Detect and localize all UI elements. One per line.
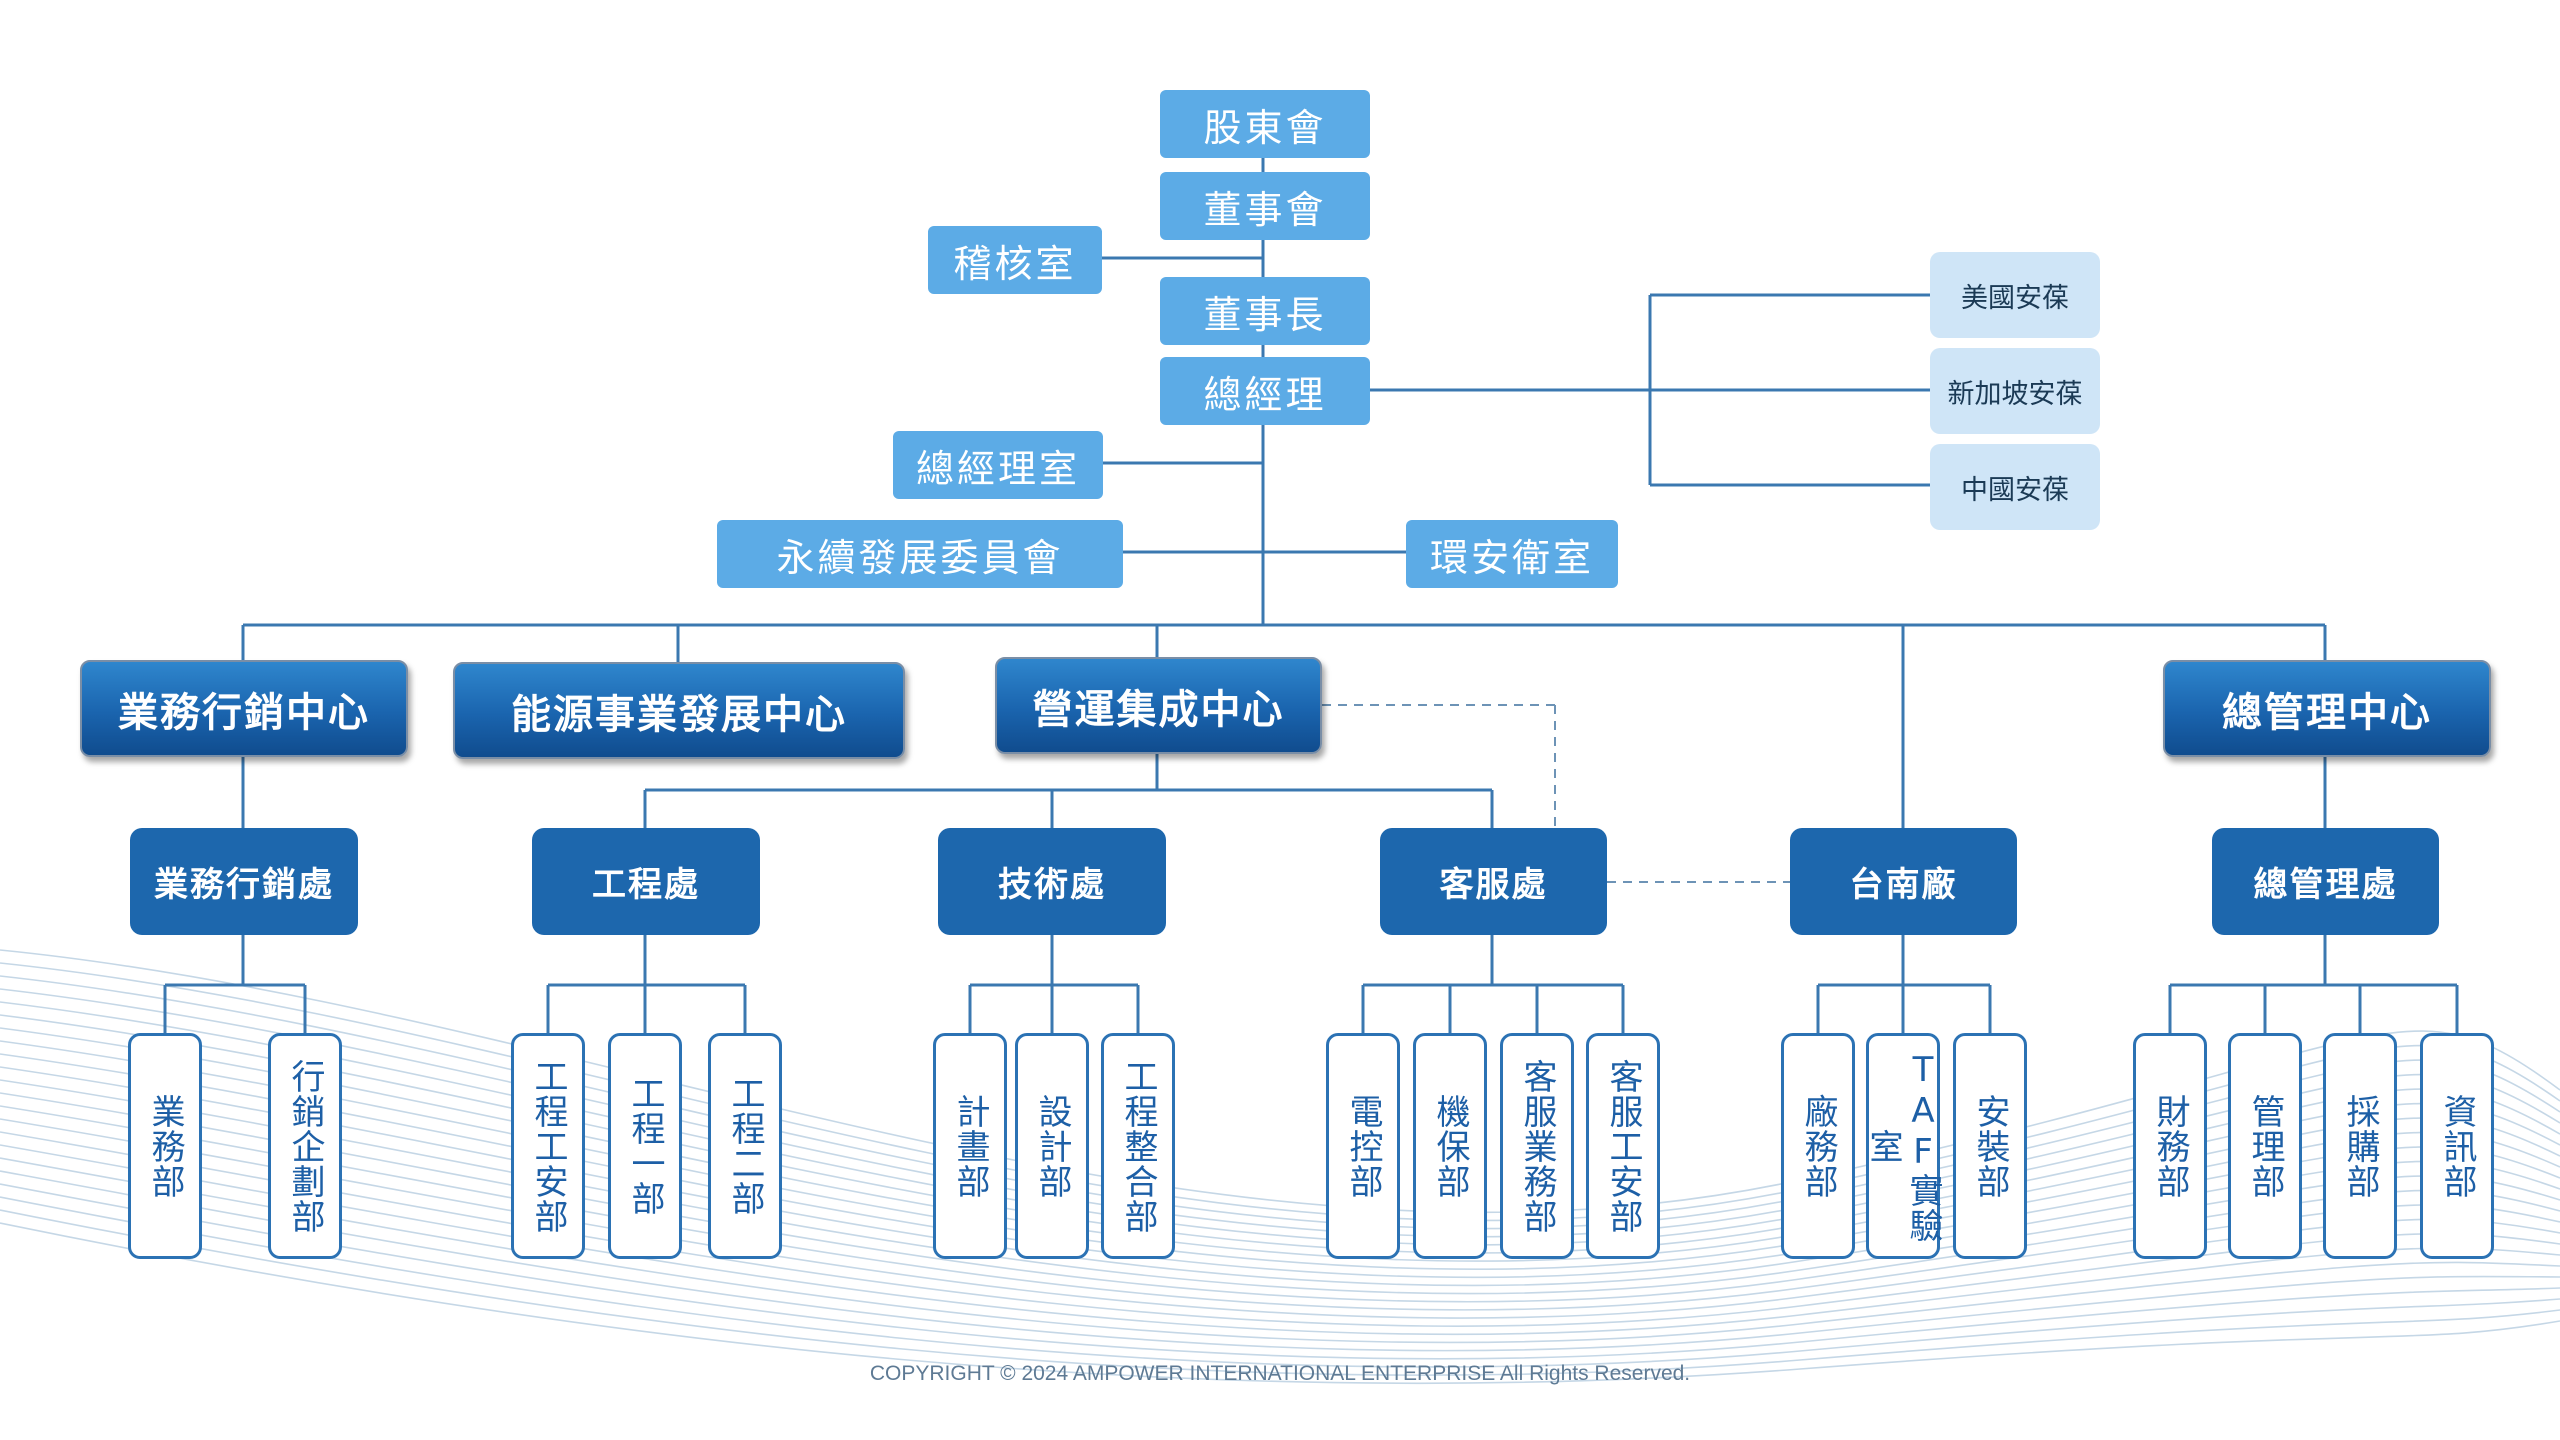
chairman-box: 董事長 bbox=[1160, 277, 1370, 345]
shareholders-meeting-box: 股東會 bbox=[1160, 90, 1370, 158]
department-box: 設計部 bbox=[1015, 1033, 1089, 1259]
wave-line bbox=[0, 1196, 2560, 1368]
department-box: 業務部 bbox=[128, 1033, 202, 1259]
department-box: 機保部 bbox=[1413, 1033, 1487, 1259]
department-box: 行銷企劃部 bbox=[268, 1033, 342, 1259]
department-box: 工程二部 bbox=[708, 1033, 782, 1259]
administration-center-box: 總管理中心 bbox=[2163, 660, 2491, 757]
ehs-office-box: 環安衛室 bbox=[1406, 520, 1618, 588]
wave-line bbox=[0, 1170, 2560, 1352]
department-box: 電控部 bbox=[1326, 1033, 1400, 1259]
tainan-plant-box: 台南廠 bbox=[1790, 828, 2017, 935]
department-box: 客服工安部 bbox=[1586, 1033, 1660, 1259]
energy-development-center-box: 能源事業發展中心 bbox=[453, 662, 905, 759]
copyright-footer: COPYRIGHT © 2024 AMPOWER INTERNATIONAL E… bbox=[869, 1362, 1691, 1385]
department-box: 計畫部 bbox=[933, 1033, 1007, 1259]
department-box: TAF實驗室 bbox=[1863, 1033, 1943, 1259]
audit-office-box: 稽核室 bbox=[928, 226, 1102, 294]
customer-service-division-box: 客服處 bbox=[1380, 828, 1607, 935]
general-manager-box: 總經理 bbox=[1160, 357, 1370, 425]
gm-office-box: 總經理室 bbox=[893, 431, 1103, 499]
department-box: 採購部 bbox=[2323, 1033, 2397, 1259]
wave-line bbox=[0, 1209, 2560, 1376]
department-box: 財務部 bbox=[2133, 1033, 2207, 1259]
subsidiary-usa-box: 美國安葆 bbox=[1930, 252, 2100, 338]
department-box: 工程整合部 bbox=[1101, 1033, 1175, 1259]
department-box: 工程一部 bbox=[608, 1033, 682, 1259]
operations-center-box: 營運集成中心 bbox=[995, 657, 1322, 754]
department-box: 客服業務部 bbox=[1500, 1033, 1574, 1259]
sales-marketing-center-box: 業務行銷中心 bbox=[80, 660, 408, 757]
engineering-division-box: 工程處 bbox=[532, 828, 760, 935]
connector-lines bbox=[163, 155, 2459, 1033]
department-box: 資訊部 bbox=[2420, 1033, 2494, 1259]
department-box: 管理部 bbox=[2228, 1033, 2302, 1259]
wave-line bbox=[0, 1157, 2560, 1344]
technology-division-box: 技術處 bbox=[938, 828, 1166, 935]
subsidiary-singapore-box: 新加坡安葆 bbox=[1930, 348, 2100, 434]
wave-line bbox=[0, 1222, 2560, 1385]
sustainability-committee-box: 永續發展委員會 bbox=[717, 520, 1123, 588]
wave-line bbox=[0, 1183, 2560, 1360]
subsidiary-china-box: 中國安葆 bbox=[1930, 444, 2100, 530]
department-box: 廠務部 bbox=[1781, 1033, 1855, 1259]
general-administration-division-box: 總管理處 bbox=[2212, 828, 2439, 935]
department-box: 安裝部 bbox=[1953, 1033, 2027, 1259]
board-of-directors-box: 董事會 bbox=[1160, 172, 1370, 240]
sales-marketing-division-box: 業務行銷處 bbox=[130, 828, 358, 935]
dotted-reporting-lines bbox=[1322, 704, 1790, 883]
department-box: 工程工安部 bbox=[511, 1033, 585, 1259]
